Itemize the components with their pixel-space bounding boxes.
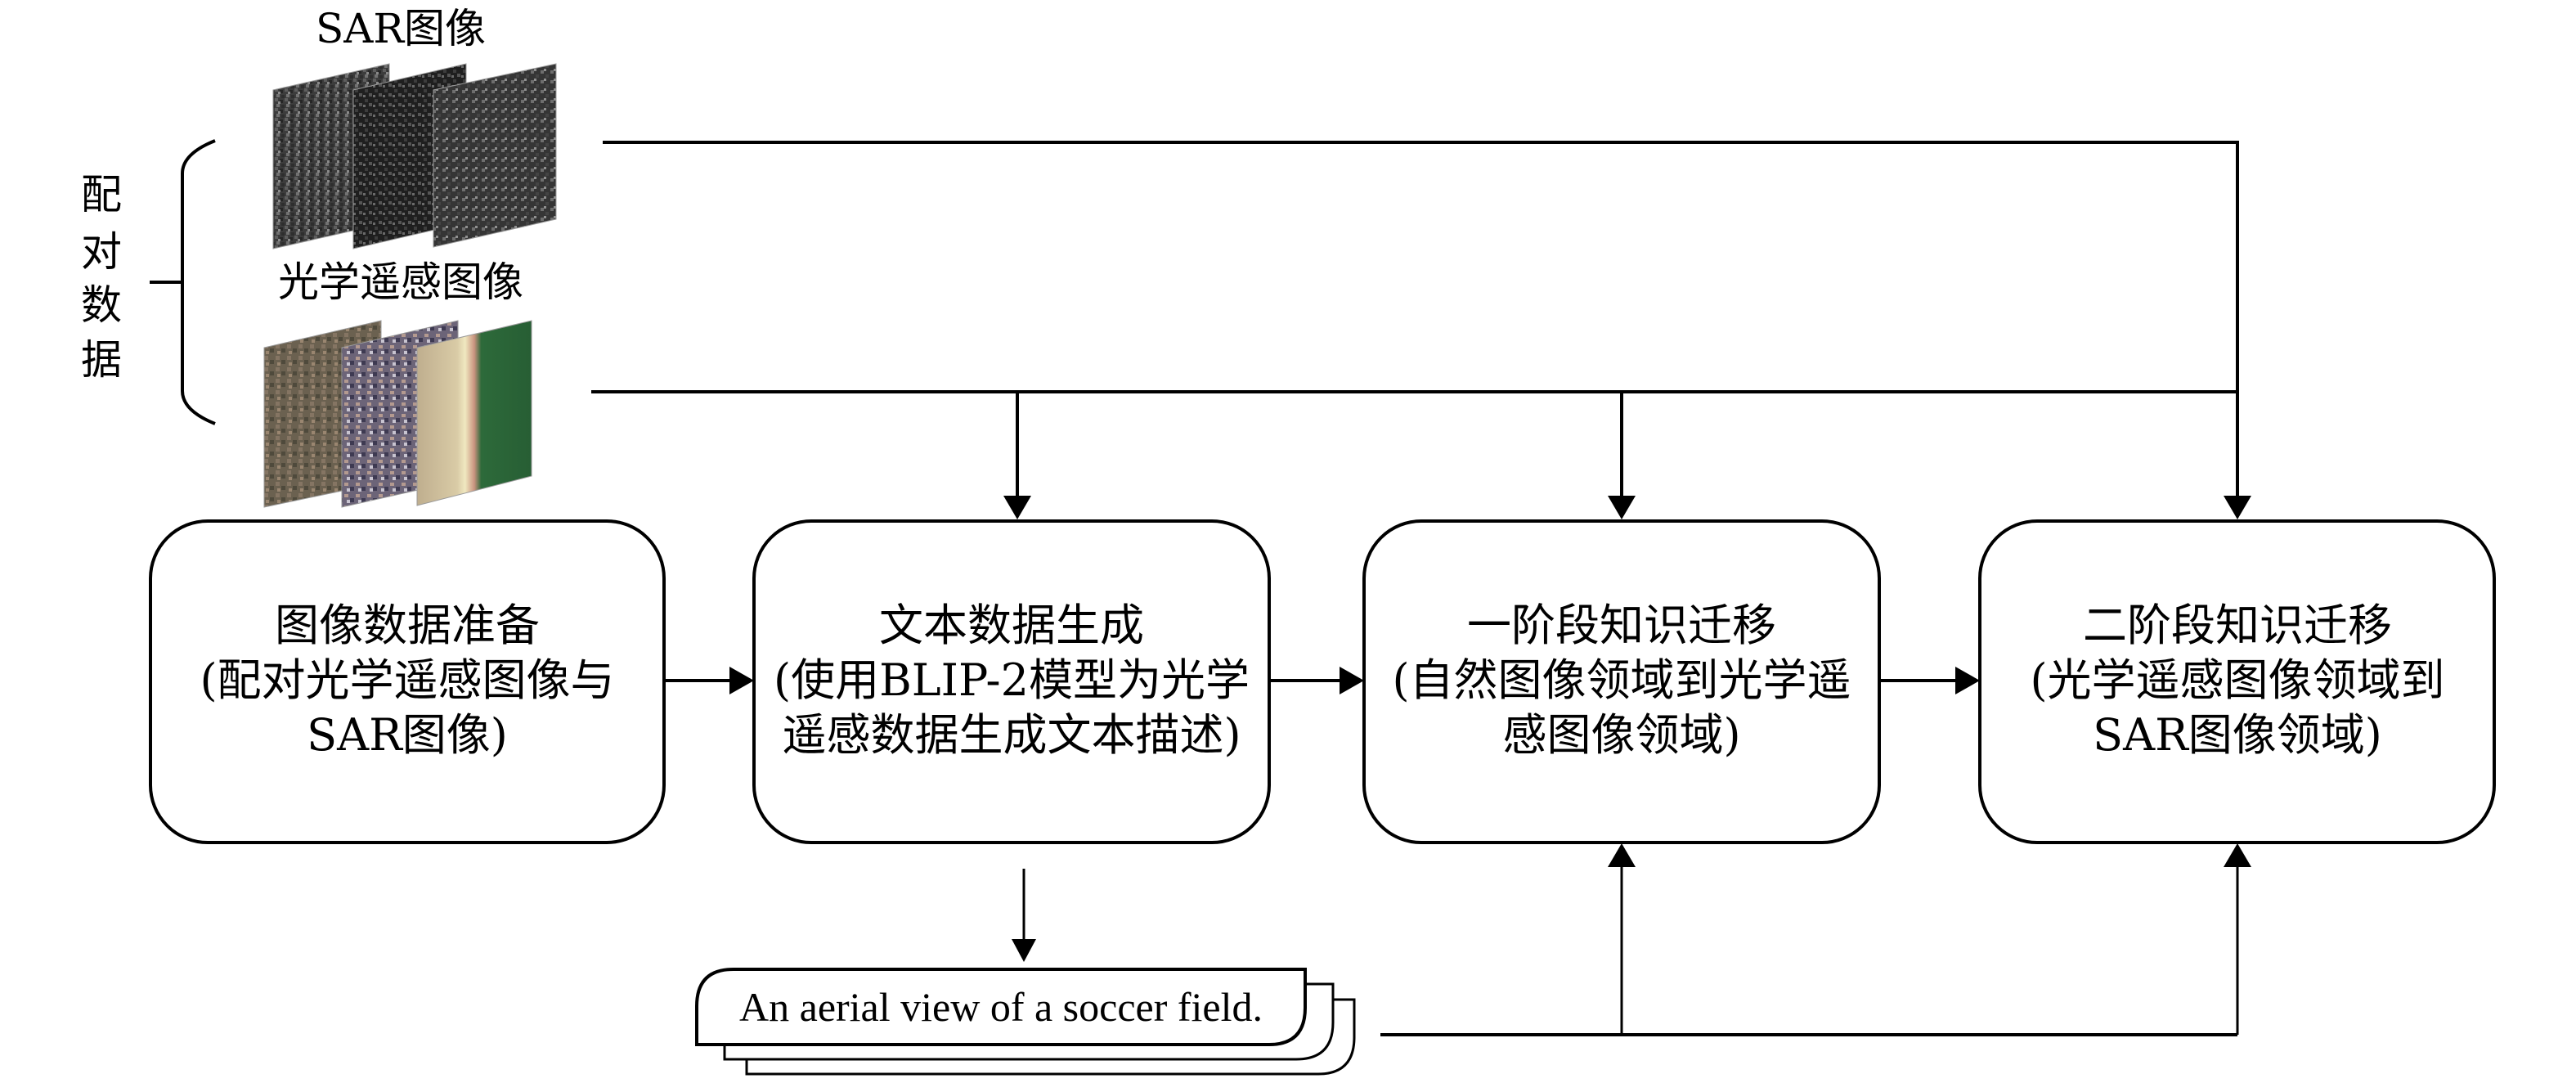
sar-to-stage2-line: [603, 141, 2239, 497]
group-label-char: 对: [81, 228, 122, 276]
arrow-up-icon: [1608, 843, 1636, 867]
group-label-char: 数: [81, 281, 122, 329]
arrow-right-icon: [1955, 667, 1980, 694]
optical-image-stack: [263, 320, 532, 508]
arrow-up-icon: [2224, 843, 2251, 867]
stage-box-frame: [1362, 519, 1881, 844]
sar-image-tile: [433, 63, 557, 248]
stage-line: (自然图像领域到光学遥: [1392, 654, 1851, 706]
stage-line: SAR图像): [307, 709, 508, 761]
stage-line: (光学遥感图像领域到: [2030, 654, 2444, 706]
optical-label: 光学遥感图像: [278, 258, 523, 306]
caption-text: An aerial view of a soccer field.: [739, 984, 1263, 1030]
caption-doc-layer-front: [695, 968, 1307, 1046]
arrow-down-icon: [1608, 496, 1636, 519]
stage-subtitle: (光学遥感图像领域到: [2030, 654, 2444, 706]
brace-icon: [150, 139, 216, 425]
paired-data-group: 配 对 数 据: [81, 139, 216, 425]
sar-label: SAR图像: [316, 5, 486, 52]
stage-box-stage1-transfer[interactable]: 一阶段知识迁移 (自然图像领域到光学遥 感图像领域): [1362, 519, 1881, 844]
arrow-down-icon: [1012, 939, 1036, 962]
group-label-char: 配: [81, 171, 122, 218]
stage-line: 文本数据生成: [879, 600, 1144, 651]
stage-subtitle: (使用BLIP-2模型为光学: [774, 654, 1250, 706]
caption-document-stack[interactable]: An aerial view of a soccer field.: [695, 968, 1356, 1076]
stage-subtitle: SAR图像领域): [2093, 709, 2382, 761]
stage-box-stage2-transfer[interactable]: 二阶段知识迁移 (光学遥感图像领域到 SAR图像领域): [1978, 519, 2496, 844]
stage-subtitle: SAR图像): [307, 709, 508, 761]
stage-line: (使用BLIP-2模型为光学: [774, 654, 1250, 706]
arrow-down-icon: [2224, 496, 2251, 519]
optical-image-tile: [416, 320, 532, 506]
stage-title: 图像数据准备: [275, 600, 540, 651]
optical-images: 光学遥感图像: [263, 258, 532, 508]
stage-box-frame: [752, 519, 1271, 844]
stage-line: 图像数据准备: [275, 600, 540, 651]
stage-subtitle: (配对光学遥感图像与: [200, 654, 614, 706]
stage-line: 一阶段知识迁移: [1467, 600, 1776, 651]
stage-box-frame: [149, 519, 666, 844]
stage-subtitle: 遥感数据生成文本描述): [782, 709, 1241, 761]
stage-line: SAR图像领域): [2093, 709, 2382, 761]
stage-box-text-data-gen[interactable]: 文本数据生成 (使用BLIP-2模型为光学 遥感数据生成文本描述): [752, 519, 1271, 844]
stage-title: 二阶段知识迁移: [2083, 600, 2392, 651]
sar-image-stack: [272, 63, 557, 249]
stage-title: 一阶段知识迁移: [1467, 600, 1776, 651]
stage-line: (配对光学遥感图像与: [200, 654, 614, 706]
arrow-right-icon: [729, 667, 754, 694]
stage-subtitle: 感图像领域): [1502, 709, 1740, 761]
arrow-right-icon: [1340, 667, 1364, 694]
stage-subtitle: (自然图像领域到光学遥: [1392, 654, 1851, 706]
connectors: [591, 141, 2251, 1036]
arrow-down-icon: [1003, 496, 1031, 519]
group-label-char: 据: [81, 336, 122, 384]
stage-line: 二阶段知识迁移: [2083, 600, 2392, 651]
stage-box-frame: [1978, 519, 2496, 844]
stage-line: 遥感数据生成文本描述): [782, 709, 1241, 761]
stage-line: 感图像领域): [1502, 709, 1740, 761]
stage-box-image-data-prep[interactable]: 图像数据准备 (配对光学遥感图像与 SAR图像): [149, 519, 666, 844]
stage-title: 文本数据生成: [879, 600, 1144, 651]
sar-images: SAR图像: [272, 5, 557, 249]
